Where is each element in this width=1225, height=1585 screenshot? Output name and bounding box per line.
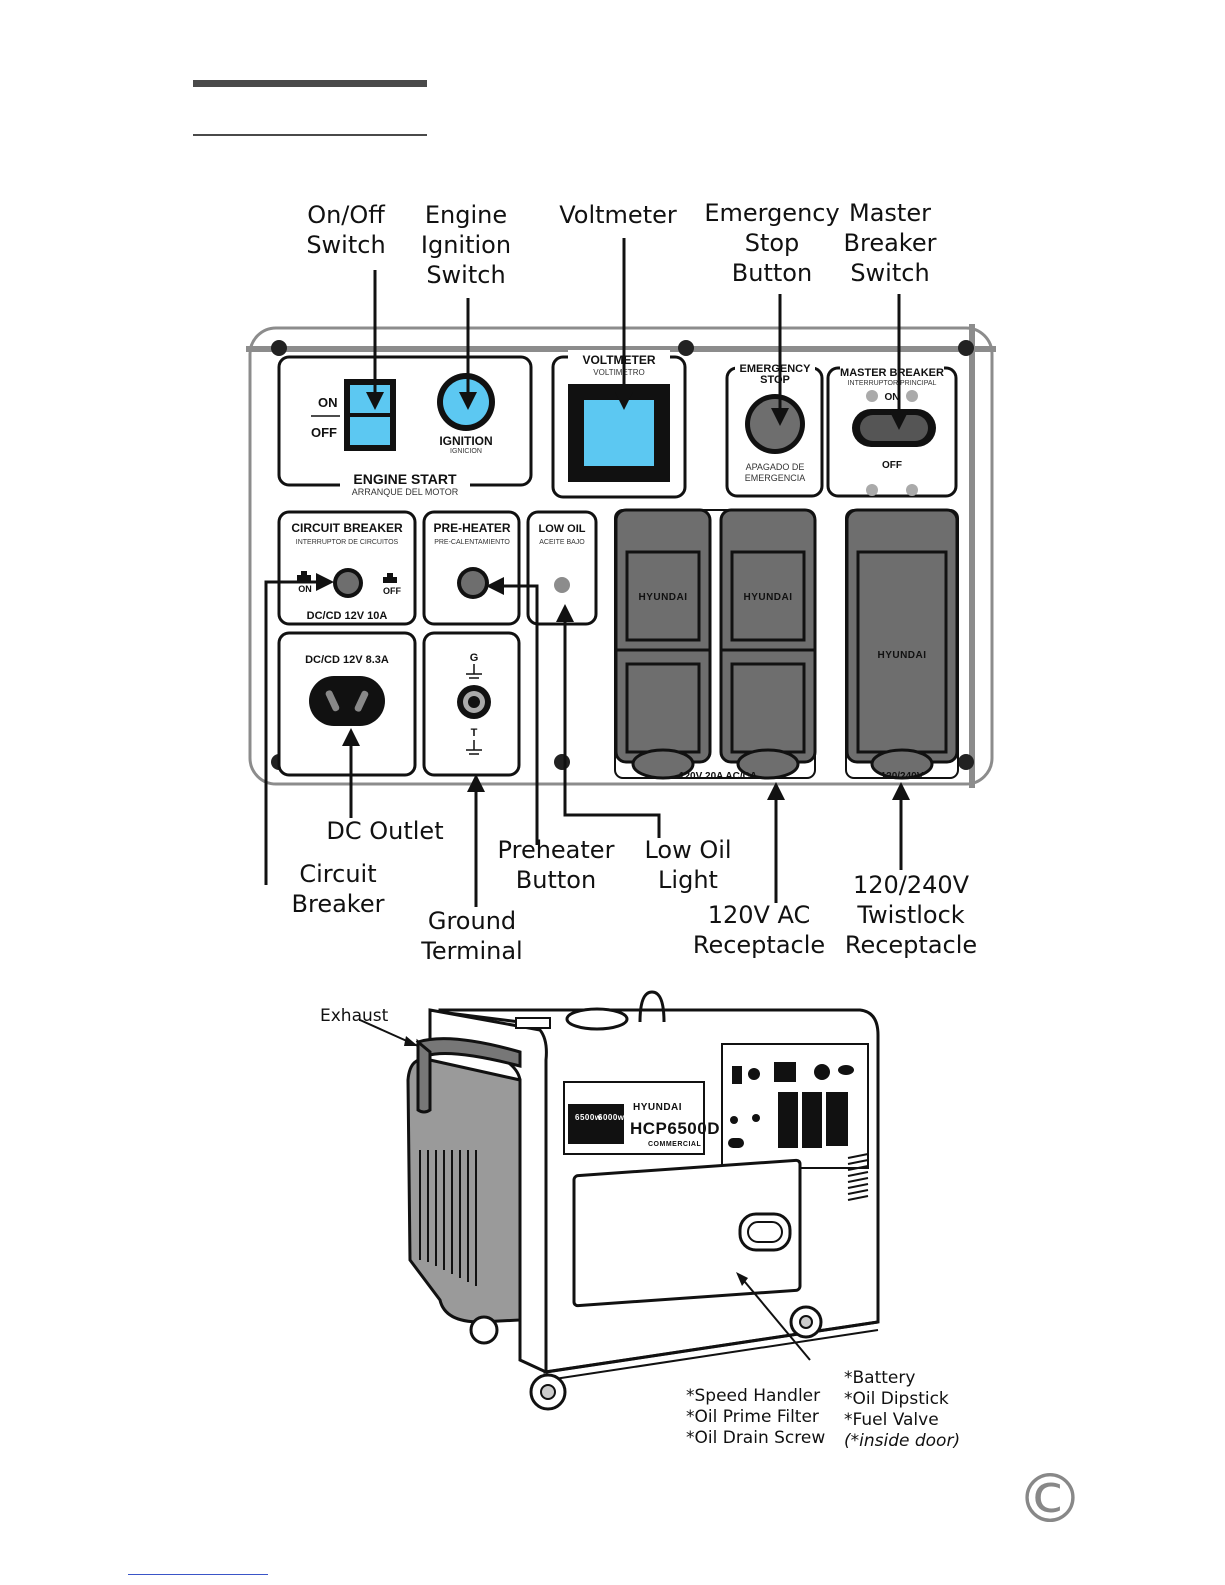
- cb-off-label: OFF: [383, 586, 401, 596]
- low-oil-sub-label: ACEITE BAJO: [539, 539, 585, 546]
- master-breaker-label: MASTER BREAKER: [840, 367, 944, 379]
- header-rule-thin: [193, 134, 427, 136]
- ignition-label: IGNITION: [439, 434, 492, 448]
- panel-screw: [958, 754, 974, 770]
- dc-rating-label: DC/CD 12V 8.3A: [305, 654, 389, 666]
- on-label: ON: [318, 395, 338, 410]
- pre-heater-label: PRE-HEATER: [433, 521, 510, 535]
- master-on-label: ON: [885, 392, 900, 403]
- svg-text:HYUNDAI: HYUNDAI: [743, 592, 792, 603]
- pre-heater-sub-label: PRE-CALENTAMIENTO: [434, 539, 510, 546]
- panel-screw: [958, 340, 974, 356]
- low-oil-box: [526, 510, 598, 626]
- badge-6000w: 6000w: [598, 1113, 625, 1122]
- panel-screw: [678, 340, 694, 356]
- wheel: [469, 1315, 499, 1345]
- dc-outlet: [309, 676, 385, 726]
- header-rule-thick: [193, 80, 427, 87]
- copyright-icon: ©: [1016, 1460, 1084, 1539]
- emergency-sub-label-1: APAGADO DE: [746, 462, 805, 472]
- ground-t-label: T: [471, 727, 478, 739]
- master-off-label: OFF: [882, 460, 902, 471]
- voltmeter-label: VOLTMETER: [582, 353, 655, 367]
- callout-dc-outlet: DC Outlet: [326, 817, 444, 845]
- circuit-breaker-box: [277, 510, 417, 626]
- arrowheads: [316, 392, 910, 800]
- notes-right: *Battery*Oil Dipstick*Fuel Valve (*insid…: [844, 1368, 961, 1451]
- cb-rating-label: DC/CD 12V 10A: [307, 610, 388, 622]
- generator-door: [572, 1158, 802, 1308]
- footer-link-underline[interactable]: [128, 1574, 268, 1575]
- twistlock-receptacle: HYUNDAI: [845, 508, 959, 780]
- control-panel-diagram: ON OFF IGNITION IGNICION ENGINE START AR…: [246, 238, 996, 907]
- low-oil-light: [554, 577, 570, 593]
- ground-g-label: G: [470, 652, 479, 664]
- generator-model-sub: COMMERCIAL: [648, 1141, 701, 1148]
- engine-start-label: ENGINE START: [353, 471, 457, 487]
- badge-6500w: 6500w: [575, 1113, 602, 1122]
- emergency-sub-label-2: EMERGENCIA: [745, 473, 806, 483]
- panel-screw: [271, 340, 287, 356]
- ac-rating-label: 120V 20A AC/CA: [679, 771, 757, 782]
- circuit-breaker-sub-label: INTERRUPTOR DE CIRCUITOS: [296, 539, 399, 546]
- emergency-label: EMERGENCY: [740, 363, 812, 375]
- engine-start-sub-label: ARRANQUE DEL MOTOR: [352, 487, 459, 497]
- ac-receptacle-left: HYUNDAI: [614, 508, 712, 780]
- svg-text:HYUNDAI: HYUNDAI: [877, 650, 926, 661]
- callout-voltmeter: Voltmeter: [559, 201, 677, 229]
- circuit-breaker-label: CIRCUIT BREAKER: [291, 521, 403, 535]
- notes-left: *Speed Handler*Oil Prime Filter*Oil Drai…: [686, 1386, 826, 1448]
- ignition-sub-label: IGNICION: [450, 448, 482, 455]
- low-oil-label: LOW OIL: [538, 523, 585, 535]
- svg-text:HYUNDAI: HYUNDAI: [638, 592, 687, 603]
- twistlock-rating-label: 120/240V: [881, 771, 924, 782]
- master-breaker-sub-label: INTERRUPTOR PRINCIPAL: [848, 380, 937, 387]
- ac-receptacle-right: HYUNDAI: [719, 508, 817, 780]
- generator-brand: HYUNDAI: [633, 1102, 682, 1113]
- cb-on-label: ON: [298, 584, 312, 594]
- off-label: OFF: [311, 425, 337, 440]
- exhaust-label: Exhaust: [320, 1006, 389, 1026]
- voltmeter-sub-label: VOLTIMETRO: [593, 368, 644, 377]
- stop-label: STOP: [760, 374, 790, 386]
- leader-lines: [264, 238, 903, 907]
- generator-model: HCP6500D: [630, 1119, 720, 1138]
